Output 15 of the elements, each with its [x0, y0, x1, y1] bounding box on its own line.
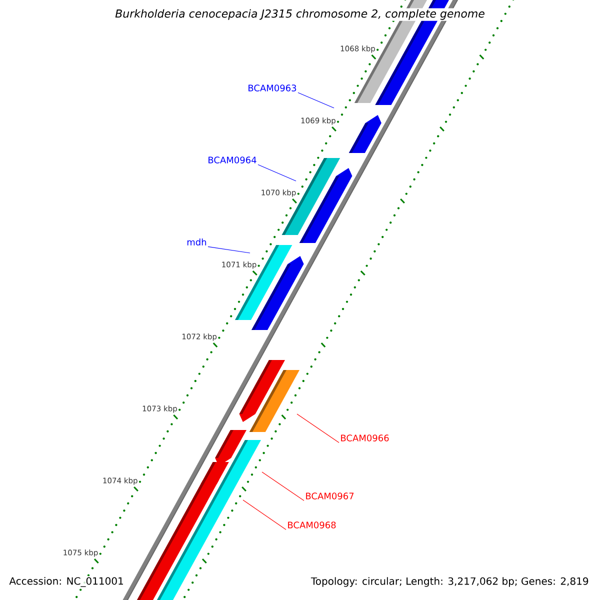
gene-label: mdh: [187, 238, 206, 246]
leader-line: [296, 414, 340, 443]
leader-line: [242, 500, 286, 530]
gene-label: BCAM0966: [341, 434, 389, 442]
gene-label: BCAM0963: [248, 84, 296, 92]
leader-line: [258, 164, 296, 182]
leader-line: [298, 92, 334, 108]
leader-line: [208, 246, 250, 254]
gene-label: BCAM0964: [208, 156, 256, 164]
accession-text: Accession: NC_011001: [8, 576, 125, 588]
gene-label: BCAM0967: [306, 492, 354, 500]
leader-line: [262, 472, 304, 501]
title: Burkholderia cenocepacia J2315 chromosome 2, complete genome: [114, 8, 486, 21]
gene-label: BCAM0968: [288, 522, 336, 528]
genome-info-text: Topology: circular; Length: 3,217,062 bp; Genes: 2,819: [310, 577, 588, 587]
